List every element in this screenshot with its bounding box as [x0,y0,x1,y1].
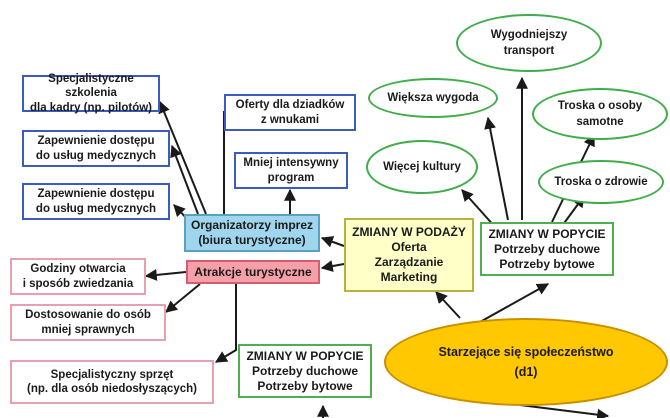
node-label-line: Potrzeby bytowe [499,256,595,271]
node-label-line: Godziny otwarcia [30,263,126,276]
node-label-line: mniej sprawnych [41,323,135,336]
node-troska-o-osoby-samotne: Troska o osoby samotne [532,88,668,140]
node-label-line: do usług medycznych [35,202,157,215]
node-label-line: Troska o osoby [557,99,643,112]
arrow-core-to-bottom [519,404,610,418]
node-label-line: Potrzeby duchowe [493,241,600,256]
node-zmiany-w-popycie-bottom: ZMIANY W POPYCIE Potrzeby duchowe Potrze… [238,344,372,398]
node-label-line: i sposób zwiedzania [22,277,134,290]
node-label-line: Oferty dla dziadków [235,99,345,112]
node-label-line: samotne [576,116,624,128]
node-label-line: Atrakcje turystyczne [194,264,312,279]
node-label-line: z wnukami [260,113,320,126]
node-label-line: Organizatorzy imprez [190,218,314,232]
node-label-line: Większa wygoda [387,91,479,104]
node-label-line: transport [503,45,555,57]
node-zmiany-w-popycie-right: ZMIANY W POPYCIE Potrzeby duchowe Potrze… [480,222,614,276]
node-label-line: Więcej kultury [383,160,461,173]
node-label-line: Potrzeby bytowe [257,378,353,393]
node-label-line: Zarządzanie [374,255,444,269]
node-label-line: Specjalistyczne szkolenia [48,72,134,100]
node-label-line: Troska o zdrowie [554,175,648,188]
arrow-core-to-popyt [479,283,550,323]
node-label-line: Mniej intensywny [243,157,339,170]
node-label-line: (np. dla osób niedosłyszących) [27,383,197,395]
node-specjalistyczny-sprzet: Specjalistyczny sprzęt (np. dla osób nie… [10,360,214,404]
arrow-podaz-to-atrakcje [320,260,345,272]
node-label-line: do usług medycznych [35,149,157,162]
node-atrakcje-turystyczne: Atrakcje turystyczne [186,260,320,284]
node-godziny-otwarcia: Godziny otwarcia i sposób zwiedzania [10,258,146,295]
arrow-org-to-szkolenia [158,100,207,215]
arrow-atrakcje-to-sprzet [214,284,237,363]
node-wieksza-wygoda: Większa wygoda [368,78,498,118]
node-label-line: Marketing [380,270,438,284]
node-dostosowanie: Dostosowanie do osób mniej sprawnych [10,304,166,341]
arrow-core-to-podaz [435,291,461,319]
arrow-org-to-dostep1 [170,144,199,215]
core-label: Starzejące się społeczeństwo [438,345,614,359]
arrow-popyt-to-kultura [461,189,497,229]
node-label-line: Wygodniejszy [490,28,568,41]
node-oferty-dla-dziadkow: Oferty dla dziadków z wnukami [224,94,356,131]
node-label-line: Zapewnienie dostępu [37,135,155,148]
core-sublabel: (d1) [514,365,538,379]
node-zapewnienie-dostepu-2: Zapewnienie dostępu do usług medycznych [22,183,170,220]
node-label-line: Dostosowanie do osób [25,309,151,322]
node-organizatorzy-imprez: Organizatorzy imprez (biura turystyczne) [184,214,320,252]
node-label-line: dla kadry (np. pilotów) [29,101,153,114]
node-label-line: Specjalistyczny sprzęt [50,368,174,381]
node-starzejace-sie-spoleczenstwo: Starzejące się społeczeństwo (d1) [384,318,668,406]
node-label-line: Zapewnienie dostępu [37,188,155,201]
node-wygodniejszy-transport: Wygodniejszy transport [456,14,602,72]
node-label-line: program [267,171,315,184]
node-troska-o-zdrowie: Troska o zdrowie [538,160,664,204]
node-label-line: (biura turystyczne) [198,233,306,247]
node-title: ZMIANY W POPYCIE [246,348,364,363]
node-specjalistyczne-szkolenia: Specjalistyczne szkolenia dla kadry (np.… [22,72,160,114]
arrow-atrakcje-to-godziny [144,268,187,281]
node-mniej-intensywny-program: Mniej intensywny program [234,152,348,189]
node-zapewnienie-dostepu-1: Zapewnienie dostępu do usług medycznych [22,130,170,167]
arrow-popyt-to-wygoda [484,116,509,221]
node-label-line: Oferta [391,240,427,254]
node-title: ZMIANY W PODAŻY [352,225,466,239]
node-title: ZMIANY W POPYCIE [488,226,606,241]
node-label-line: Potrzeby duchowe [251,363,358,378]
arrow-podaz-to-organizatorzy [320,236,345,248]
node-wiecej-kultury: Więcej kultury [366,140,478,194]
node-zmiany-w-podazy: ZMIANY W PODAŻY Oferta Zarządzanie Marke… [344,218,474,292]
arrow-atrakcje-to-dostosowanie [165,283,201,313]
